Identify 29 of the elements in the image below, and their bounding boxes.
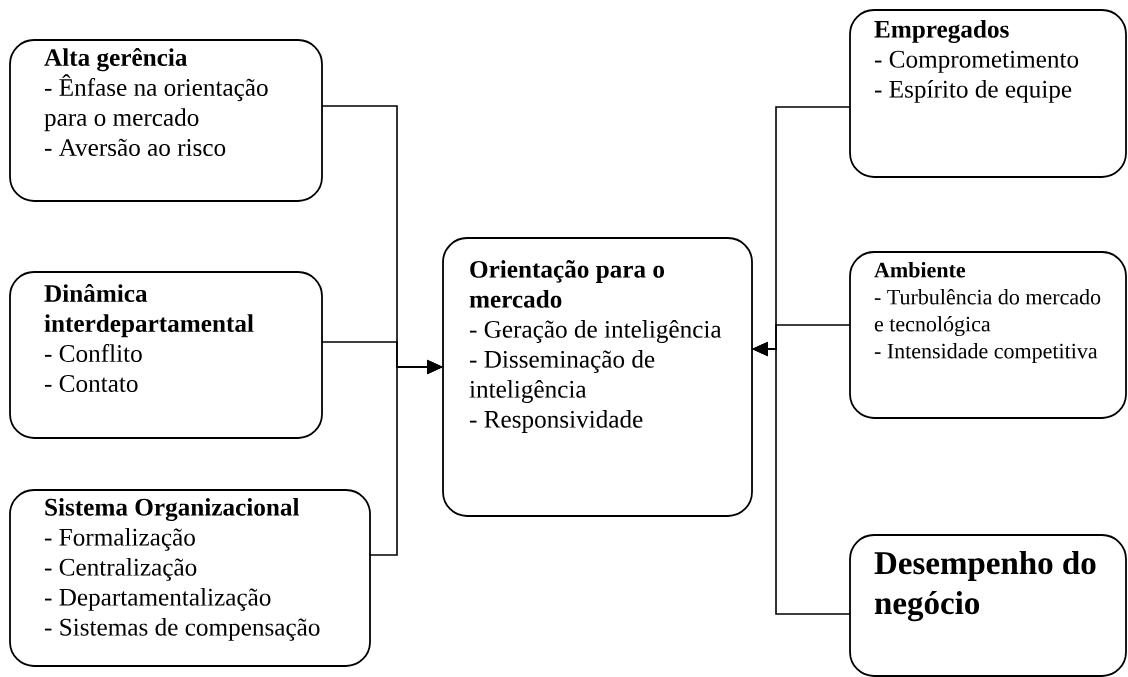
list-item: - Departamentalização [44,588,271,611]
box-heading: Orientação para o mercado [469,260,664,308]
rounded-box [442,237,753,517]
list-item: - Formalização [44,528,195,551]
list-item: - Geração de inteligência [469,320,722,343]
list-item: - Comprometimento [874,50,1079,73]
box-heading: Desempenho do negócio [874,551,1096,622]
list-item: - Centralização [44,558,197,581]
list-item: - Ênfase na orientação para o mercado [44,74,268,132]
list-item: - Conflito [44,344,142,363]
list-item: - Aversão ao risco [44,138,226,157]
list-item: - Intensidade competitiva [874,343,1098,363]
box-heading: Empregados [874,20,1009,44]
list-item: - Responsividade [469,410,643,433]
rounded-box [9,489,371,667]
list-item: - Sistemas de compensação [44,618,320,641]
box-heading: Ambiente [874,262,966,278]
rounded-box [9,271,323,439]
box-heading: Alta gerência [44,48,188,72]
list-item: - Turbulência do mercado e tecnológica [874,288,1101,336]
list-item: - Espírito de equipe [874,80,1072,103]
box-heading: Dinâmica interdepartamental [44,284,254,338]
rounded-box [9,39,323,202]
list-item: - Disseminação de inteligência [469,350,655,403]
rounded-box [849,9,1127,178]
rounded-box [849,251,1127,419]
rounded-box [849,534,1127,677]
box-heading: Sistema Organizacional [45,498,300,522]
list-item: - Contato [44,375,138,393]
